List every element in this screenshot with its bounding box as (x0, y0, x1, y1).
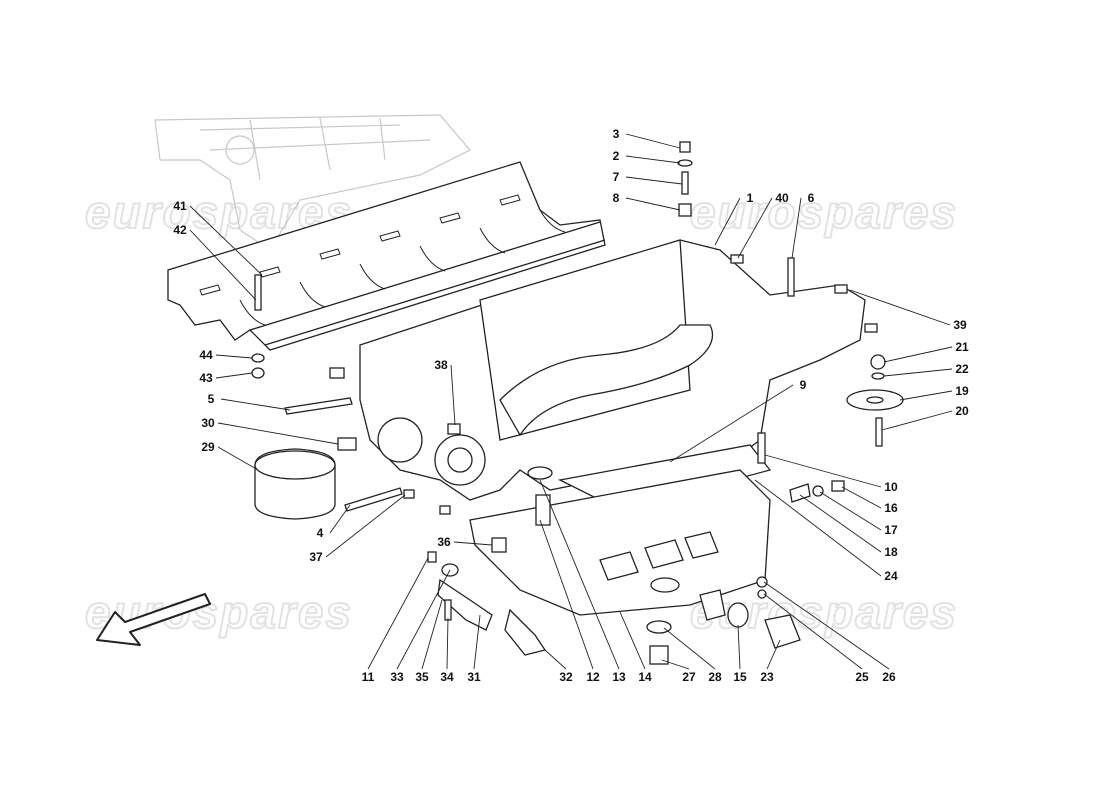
callout-30: 30 (201, 416, 215, 430)
leader-line (883, 368, 953, 377)
callout-34: 34 (440, 670, 454, 684)
leader-line (763, 593, 863, 670)
leader-line (625, 133, 681, 149)
leader-line (669, 384, 794, 463)
leader-line (763, 581, 890, 670)
leader-line (714, 197, 741, 246)
leader-line (619, 611, 646, 670)
leader-line (450, 364, 456, 426)
callout-13: 13 (612, 670, 626, 684)
callout-12: 12 (586, 670, 600, 684)
leader-line (883, 346, 953, 363)
callout-39: 39 (953, 318, 967, 332)
leader-line (766, 639, 781, 670)
leader-line (819, 491, 882, 531)
callout-43: 43 (199, 371, 213, 385)
callout-15: 15 (733, 670, 747, 684)
leader-line (217, 446, 259, 471)
callout-24: 24 (884, 569, 898, 583)
callout-18: 18 (884, 545, 898, 559)
callout-9: 9 (800, 378, 807, 392)
leader-line (625, 155, 681, 164)
leader-line (625, 176, 683, 185)
leader-line (539, 519, 594, 670)
callout-36: 36 (437, 535, 451, 549)
watermark-group: eurospares eurospares eurospares eurospa… (84, 185, 958, 639)
callout-44: 44 (199, 348, 213, 362)
callout-5: 5 (208, 392, 215, 406)
callout-19: 19 (955, 384, 969, 398)
baffle-plate (167, 161, 606, 351)
leader-line (791, 197, 802, 259)
leader-line (217, 422, 339, 445)
leader-line (189, 205, 263, 276)
callout-3: 3 (613, 127, 620, 141)
watermark: eurospares (690, 186, 958, 238)
callout-4: 4 (317, 526, 324, 540)
leader-line (215, 354, 253, 359)
callout-28: 28 (708, 670, 722, 684)
callout-2: 2 (613, 149, 620, 163)
leader-line (737, 197, 773, 259)
callout-14: 14 (638, 670, 652, 684)
callout-22: 22 (955, 362, 969, 376)
callout-35: 35 (415, 670, 429, 684)
oil-sump (359, 239, 866, 501)
callout-17: 17 (884, 523, 898, 537)
leader-line (539, 479, 620, 670)
callout-23: 23 (760, 670, 774, 684)
leader-line (446, 617, 449, 670)
leader-line (473, 614, 481, 670)
leader-line (325, 494, 406, 558)
leader-line (215, 372, 253, 379)
leader-line (849, 289, 951, 326)
leader-line (663, 627, 716, 670)
leader-line (421, 599, 443, 670)
leader-line (899, 390, 953, 401)
leader-lines (189, 133, 953, 670)
leader-line (625, 197, 681, 211)
leader-line (841, 486, 882, 509)
callout-40: 40 (775, 191, 789, 205)
callout-16: 16 (884, 501, 898, 515)
callout-41: 41 (173, 199, 187, 213)
callout-25: 25 (855, 670, 869, 684)
leader-line (367, 557, 429, 670)
callout-7: 7 (613, 170, 620, 184)
callout-10: 10 (884, 480, 898, 494)
leader-line (453, 541, 493, 546)
callout-33: 33 (390, 670, 404, 684)
leader-line (396, 569, 451, 670)
callout-21: 21 (955, 340, 969, 354)
leader-line (544, 649, 567, 670)
callout-1: 1 (747, 191, 754, 205)
callout-42: 42 (173, 223, 187, 237)
leader-line (220, 398, 291, 411)
callout-26: 26 (882, 670, 896, 684)
callout-11: 11 (362, 670, 375, 684)
callout-32: 32 (559, 670, 573, 684)
callout-20: 20 (955, 404, 969, 418)
leader-line (799, 494, 882, 553)
leader-line (737, 624, 741, 670)
small-parts (251, 141, 904, 665)
callout-31: 31 (467, 670, 481, 684)
callout-37: 37 (309, 550, 323, 564)
callout-38: 38 (434, 358, 448, 372)
callout-8: 8 (613, 191, 620, 205)
callout-6: 6 (808, 191, 815, 205)
leader-line (881, 410, 953, 431)
leader-line (764, 454, 882, 488)
arrow-icon (96, 593, 211, 646)
callout-27: 27 (682, 670, 696, 684)
leader-line (661, 659, 690, 670)
leader-line (754, 479, 882, 577)
leader-line (189, 229, 257, 301)
leader-line (329, 504, 351, 534)
callout-29: 29 (201, 440, 215, 454)
